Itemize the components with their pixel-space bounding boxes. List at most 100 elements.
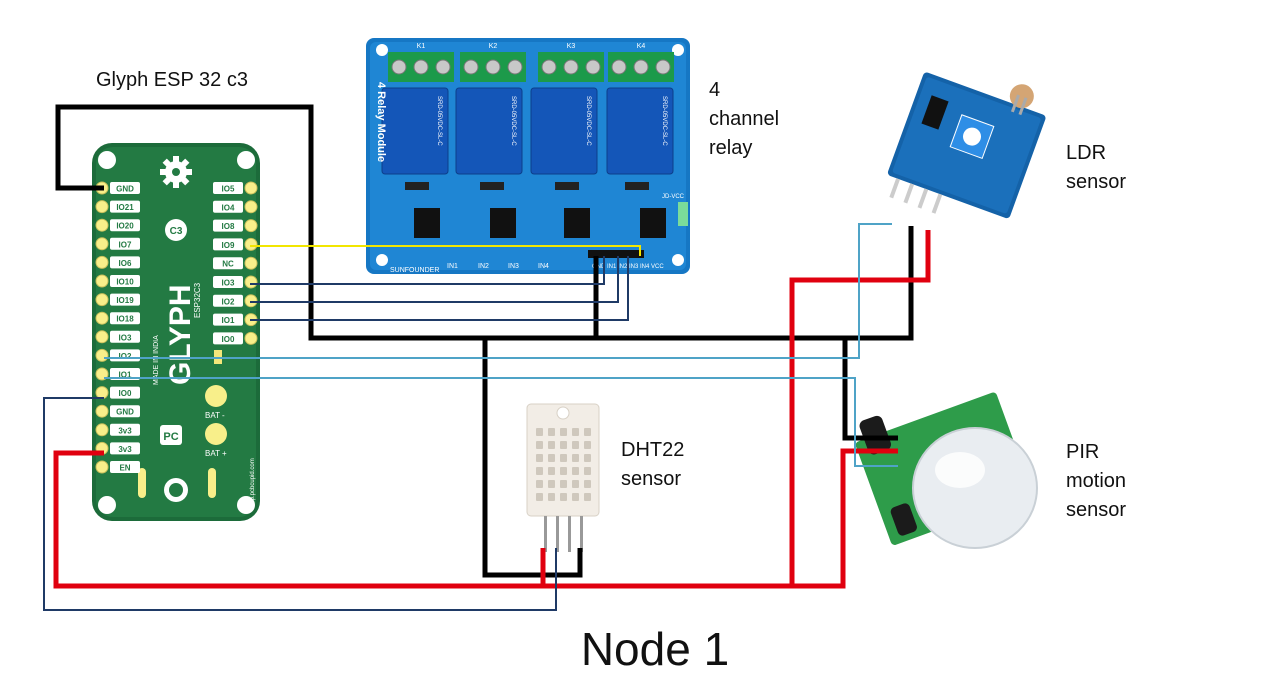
glyph-esp32-board: C3 GLYPH ESP32C3 MADE IN INDIA BAT - BAT… [92, 143, 260, 521]
dht-vent [584, 441, 591, 449]
ldr-label: LDR sensor [1066, 142, 1127, 193]
dht-vent [572, 467, 579, 475]
chip-badge: C3 [165, 219, 187, 241]
dht-vent [548, 454, 555, 462]
node-title: Node 1 [580, 623, 730, 675]
relay-channel-label: K3 [567, 43, 576, 50]
relay-in1: IN1 [447, 263, 458, 270]
left-pin-label: IO18 [116, 315, 134, 324]
dht-vent [584, 493, 591, 501]
website-label: shop.pcbcupid.com [250, 458, 256, 510]
left-pin: 3v3 [95, 423, 140, 437]
dht-vent [536, 467, 543, 475]
dht-vent [548, 428, 555, 436]
left-pin-label: IO0 [119, 389, 132, 398]
right-pin: IO0 [213, 331, 258, 345]
relay-tag: SRD-05VDC-SL-C [510, 96, 516, 146]
right-pin-label: IO1 [222, 316, 235, 325]
dht-vent [572, 493, 579, 501]
relay-control-wires [43, 256, 629, 611]
dht-vent [560, 480, 567, 488]
dht-vent [536, 441, 543, 449]
left-pin: IO18 [95, 311, 140, 325]
terminal-block: K3 [538, 43, 604, 82]
left-pin-label: IO21 [116, 203, 134, 212]
terminal-block: K1 [388, 43, 454, 82]
gear-icon [160, 156, 192, 188]
dht-vent [536, 493, 543, 501]
left-pin-label: IO10 [116, 278, 134, 287]
relay-brand: SUNFOUNDER [390, 267, 439, 274]
left-pin: IO6 [95, 255, 140, 269]
dht-vent [572, 480, 579, 488]
left-pin-label: IO2 [119, 352, 132, 361]
relay-side-title: 4 Relay Module [375, 82, 387, 162]
dht-vent [548, 467, 555, 475]
dht-vent [560, 441, 567, 449]
right-pin-label: IO8 [222, 222, 235, 231]
left-pin: IO0 [95, 386, 140, 400]
left-pin-label: IO20 [116, 222, 134, 231]
board-label: Glyph ESP 32 c3 [96, 69, 248, 91]
relay-channel-label: K4 [637, 43, 646, 50]
right-pin: IO2 [213, 294, 258, 308]
left-pin: IO3 [95, 330, 140, 344]
left-pin-label: GND [116, 408, 134, 417]
relay-module: K1 K2 K3 K4 SRD-05VDC-SL-C SRD-05VDC-SL-C SRD… [366, 38, 690, 274]
dht-vent [584, 428, 591, 436]
ldr-sensor [887, 72, 1046, 219]
left-pin: IO10 [95, 274, 140, 288]
right-pin-label: IO9 [222, 241, 235, 250]
dht-vent [536, 454, 543, 462]
dht-vent [536, 428, 543, 436]
relay-io9-wire [250, 245, 641, 256]
dht-vent [548, 493, 555, 501]
relay-in2: IN2 [478, 263, 489, 270]
relay-channel-label: K1 [417, 43, 426, 50]
left-pin-label: 3v3 [118, 445, 132, 454]
left-pin-label: IO19 [116, 296, 134, 305]
dht22-sensor [526, 403, 600, 552]
left-pin-label: GND [116, 185, 134, 194]
dht-vent [548, 441, 555, 449]
relay-tag: SRD-05VDC-SL-C [585, 96, 591, 146]
left-pin-label: IO6 [119, 259, 132, 268]
left-pin: IO2 [95, 348, 140, 362]
chip-label: C3 [170, 226, 183, 237]
relay-in3: IN3 [508, 263, 519, 270]
relay-jd-vcc: JD-VCC [662, 194, 685, 200]
left-pin: IO7 [95, 237, 140, 251]
pir-label: PIR motion sensor [1066, 441, 1127, 521]
dht-vent [560, 428, 567, 436]
dht-vent [548, 480, 555, 488]
left-pin-label: IO7 [119, 240, 132, 249]
right-pin: IO3 [213, 275, 258, 289]
dht-vent [560, 454, 567, 462]
terminal-block: K2 [460, 43, 526, 82]
left-pin-label: EN [119, 464, 130, 473]
model-label: ESP32C3 [193, 282, 202, 318]
ground-wires [55, 104, 914, 578]
relay-tag: SRD-05VDC-SL-C [661, 96, 667, 146]
terminal-block: K4 [608, 43, 674, 82]
left-pin: IO20 [95, 218, 140, 232]
relay-in4: IN4 [538, 263, 549, 270]
brand-label: GLYPH [164, 284, 197, 385]
dht-vent [584, 454, 591, 462]
dht-vent [572, 441, 579, 449]
relay-channel-label: K2 [489, 43, 498, 50]
right-pin: IO8 [213, 219, 258, 233]
relay: SRD-05VDC-SL-C [455, 87, 523, 175]
relay-label: 4 channel relay [709, 79, 780, 159]
left-pin-label: 3v3 [118, 426, 132, 435]
right-pin: NC [213, 256, 258, 270]
dht-vent [584, 467, 591, 475]
left-pin: EN [95, 460, 140, 474]
relay: SRD-05VDC-SL-C [606, 87, 674, 175]
relay: SRD-05VDC-SL-C [530, 87, 598, 175]
dht-vent [572, 428, 579, 436]
right-pin-label: IO0 [222, 335, 235, 344]
left-pin: GND [95, 404, 140, 418]
dht-label: DHT22 sensor [621, 439, 685, 490]
